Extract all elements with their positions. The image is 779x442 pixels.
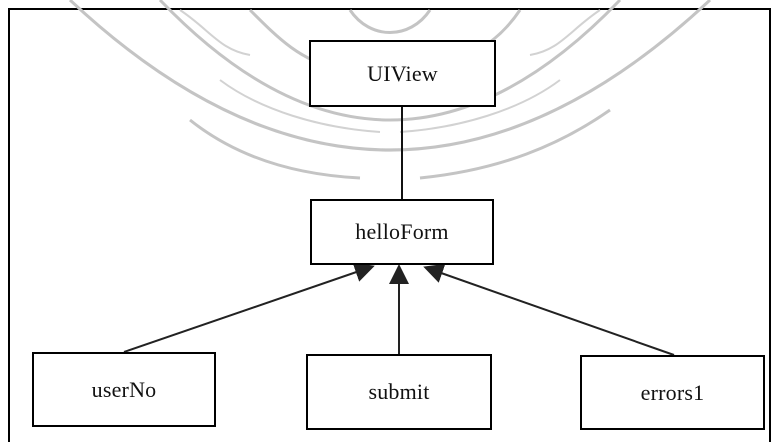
node-submit-label: submit — [368, 379, 430, 404]
node-errors1: errors1 — [580, 355, 765, 430]
node-userno: userNo — [32, 352, 216, 427]
node-uiview-label: UIView — [367, 60, 438, 86]
node-errors1-label: errors1 — [640, 379, 705, 405]
node-helloform-label: helloForm — [355, 219, 449, 244]
node-helloform: helloForm — [310, 199, 494, 265]
edge-userno-to-helloform — [123, 262, 375, 353]
node-userno-label: userNo — [91, 376, 157, 402]
node-uiview: UIView — [309, 40, 496, 107]
node-submit: submit — [306, 354, 492, 430]
edge-errors1-to-helloform — [423, 263, 675, 356]
